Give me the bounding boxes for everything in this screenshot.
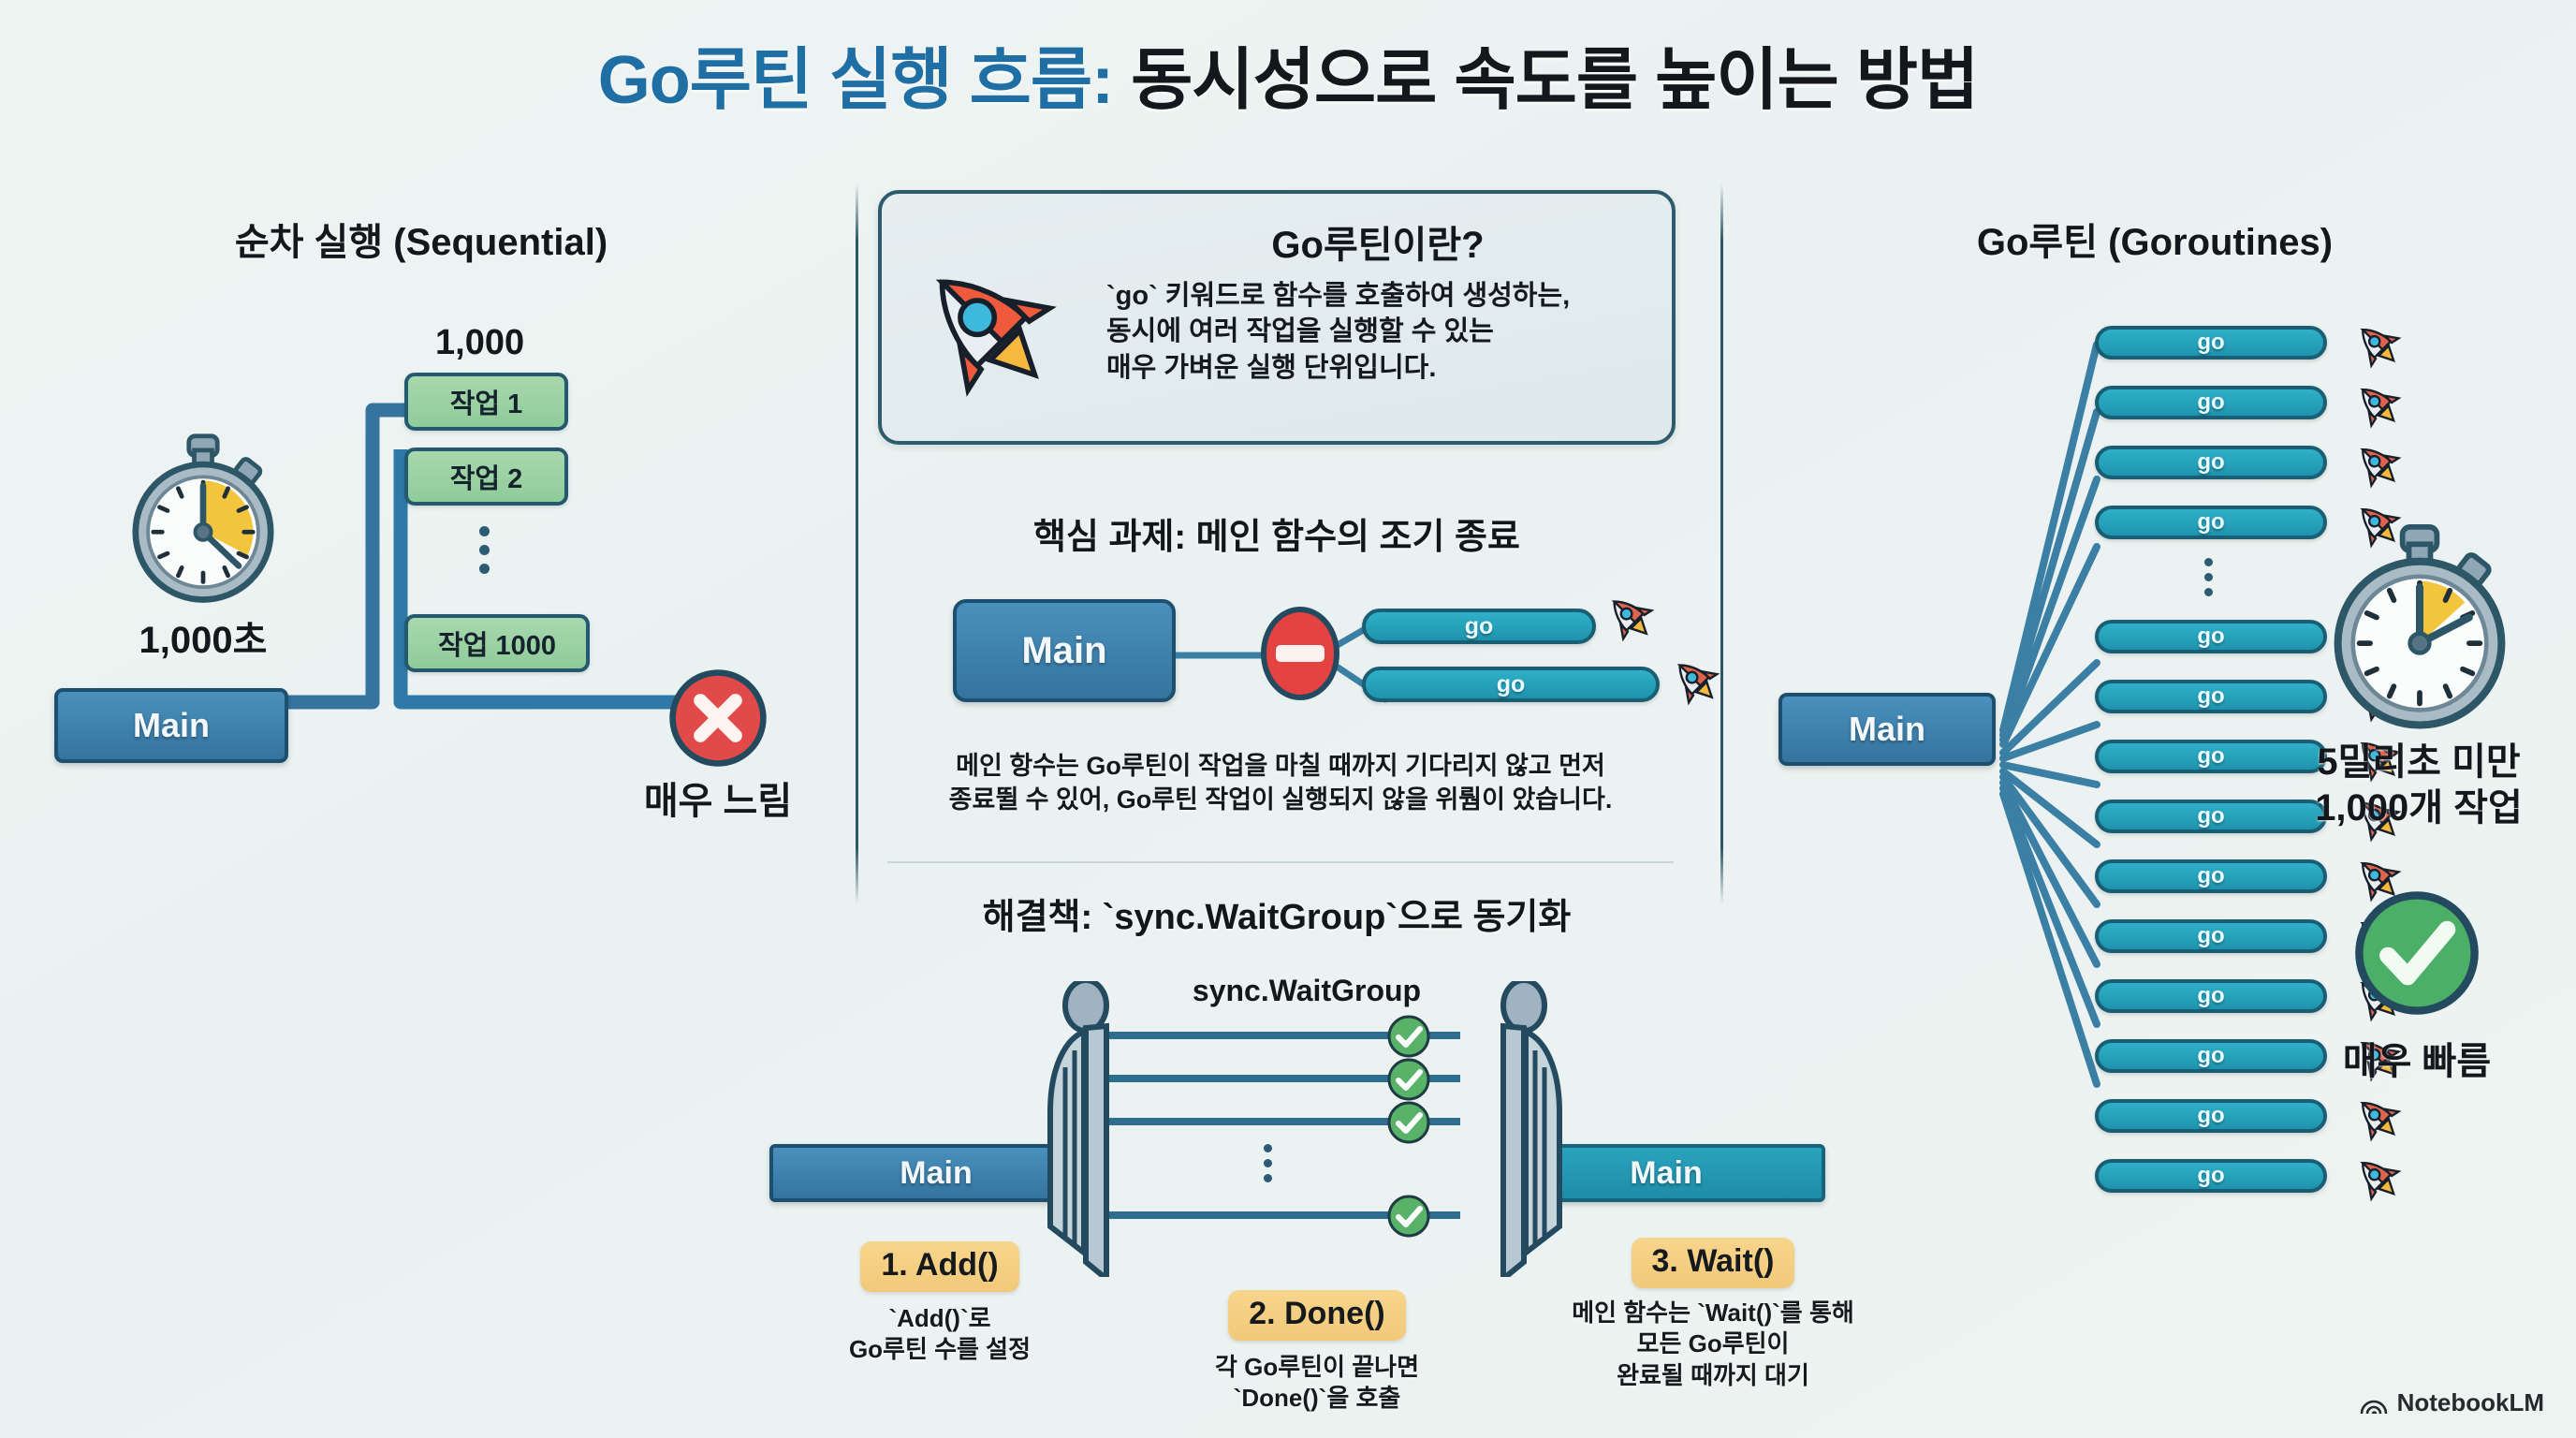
sequential-task-count: 1,000 — [435, 323, 525, 362]
notebooklm-icon — [2360, 1391, 2388, 1416]
gate-icon — [1430, 977, 1569, 1285]
problem-main-box: Main — [953, 599, 1176, 702]
task-box: 작업 2 — [404, 448, 568, 506]
goroutine-pill: go — [2095, 1159, 2327, 1193]
goroutine-pill: go — [2095, 859, 2327, 893]
problem-section-title: 핵심 과제: 메인 함수의 조기 종료 — [1033, 518, 1520, 557]
rocket-icon — [2351, 1032, 2404, 1084]
waitgroup-label: sync.WaitGroup — [1192, 974, 1422, 1007]
step-done-desc: 각 Go루틴이 끝나면 `Done()`을 호출 — [1215, 1353, 1419, 1413]
rocket-icon — [2351, 438, 2404, 491]
title-part-primary: Go루틴 실행 흐름: — [597, 43, 1114, 118]
rocket-icon — [1603, 590, 1657, 644]
red-x-icon — [666, 667, 769, 770]
right-panel-heading: Go루틴 (Goroutines) — [1976, 222, 2334, 263]
rocket-icon — [2351, 1092, 2404, 1144]
green-check-icon — [1385, 1099, 1432, 1146]
step-done: 2. Done() 각 Go루틴이 끝나면 `Done()`을 호출 — [1172, 1290, 1462, 1415]
no-entry-icon — [1260, 607, 1340, 700]
step-wait: 3. Wait() 메인 함수는 `Wait()`를 통해 모든 Go루틴이 완… — [1516, 1238, 1910, 1391]
green-check-icon — [1385, 1193, 1432, 1240]
step-wait-badge: 3. Wait() — [1631, 1238, 1795, 1288]
green-check-icon — [1385, 1056, 1432, 1103]
rocket-icon — [1668, 653, 1722, 708]
stopwatch-icon — [114, 431, 292, 609]
problem-caption: 메인 항수는 Go루틴이 작업을 마칠 때까지 기다리지 않고 먼저 종료뛸 수… — [948, 752, 1613, 814]
step-add: 1. Add() `Add()`로 Go루틴 수를 설정 — [799, 1241, 1080, 1366]
green-check-icon — [1385, 1013, 1432, 1060]
sequential-main-box: Main — [54, 688, 288, 763]
rocket-icon — [2351, 852, 2404, 904]
goroutine-pill: go — [2095, 506, 2327, 539]
step-wait-desc: 메인 함수는 `Wait()`를 통해 모든 Go루틴이 완료될 때까지 대기 — [1572, 1299, 1854, 1389]
task-box: 작업 1000 — [404, 614, 590, 672]
step-add-desc: `Add()`로 Go루틴 수를 설정 — [848, 1304, 1032, 1364]
step-add-badge: 1. Add() — [860, 1241, 1019, 1292]
goroutine-pill: go — [2095, 1039, 2327, 1073]
step-done-badge: 2. Done() — [1228, 1290, 1406, 1341]
divider-left — [856, 183, 858, 904]
goroutine-ellipsis — [2204, 558, 2213, 596]
goroutine-pill: go — [2095, 386, 2327, 419]
section-separator — [887, 861, 1674, 863]
goroutine-time-label: 5밀리초 미만 1,000개 작업 — [2315, 741, 2523, 829]
waitgroup-ellipsis — [1264, 1144, 1272, 1182]
task-box: 작업 1 — [404, 373, 568, 431]
problem-go-pill: go — [1362, 609, 1596, 644]
goroutine-result-label: 매우 빠름 — [2342, 1041, 2492, 1082]
goroutine-pill: go — [2095, 979, 2327, 1013]
divider-right — [1720, 183, 1723, 904]
title-part-secondary: 동시성으로 속도를 높이는 방법 — [1113, 43, 1979, 118]
left-panel-heading: 순차 실행 (Sequential) — [234, 222, 608, 263]
task-ellipsis — [479, 526, 490, 574]
notebooklm-label: NotebookLM — [2396, 1388, 2544, 1416]
solution-main-left: Main — [769, 1144, 1103, 1202]
goroutine-pill: go — [2095, 446, 2327, 479]
rocket-icon — [2351, 792, 2404, 844]
notebooklm-watermark: NotebookLM — [2360, 1388, 2544, 1417]
rocket-icon — [2351, 1152, 2404, 1204]
gate-icon — [1041, 977, 1179, 1285]
stopwatch-icon — [2312, 521, 2527, 736]
green-check-icon — [2351, 888, 2482, 1019]
rocket-icon — [2351, 498, 2404, 550]
goroutine-pill: go — [2095, 800, 2327, 833]
problem-go-pill: go — [1362, 667, 1660, 702]
page-title: Go루틴 실행 흐름: 동시성으로 속도를 높이는 방법 — [0, 24, 2576, 123]
goroutine-pill: go — [2095, 680, 2327, 713]
solution-section-title: 해결책: `sync.WaitGroup`으로 동기화 — [982, 898, 1572, 937]
goroutine-pill: go — [2095, 620, 2327, 653]
rocket-icon — [2351, 732, 2404, 785]
sequential-result-label: 매우 느림 — [643, 781, 793, 822]
info-card-body: `go` 키워드로 함수를 호출하여 생성하는, 동시에 여러 작업을 실행할 … — [1106, 281, 1571, 383]
rocket-icon — [908, 248, 1065, 405]
rocket-icon — [2351, 318, 2404, 371]
info-card-title: Go루틴이란? — [1271, 225, 1485, 266]
goroutine-pill: go — [2095, 326, 2327, 360]
goroutine-info-card: Go루틴이란? `go` 키워드로 함수를 호출하여 생성하는, 동시에 여러 … — [878, 190, 1676, 445]
goroutine-pill: go — [2095, 1099, 2327, 1133]
rocket-icon — [2351, 378, 2404, 431]
sequential-time-label: 1,000초 — [139, 620, 268, 661]
goroutine-main-box: Main — [1778, 693, 1996, 766]
goroutine-pill: go — [2095, 919, 2327, 953]
goroutine-fan-lines — [1999, 341, 2100, 1088]
goroutine-pill: go — [2095, 740, 2327, 773]
